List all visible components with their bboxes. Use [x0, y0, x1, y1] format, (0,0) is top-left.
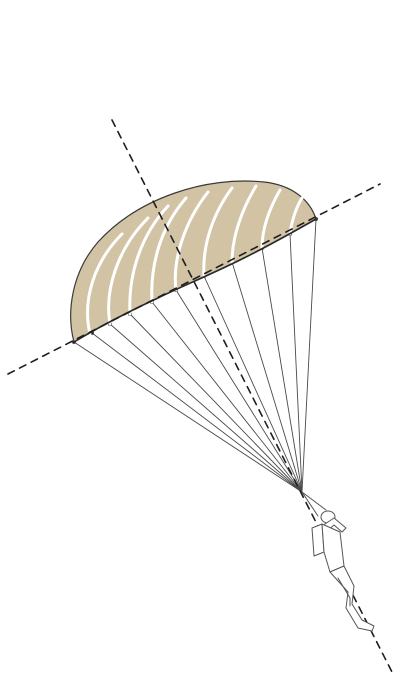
suspension-line — [176, 290, 302, 492]
suspension-line — [130, 314, 302, 492]
suspension-line — [92, 333, 302, 492]
risers — [302, 492, 326, 516]
suspension-line — [152, 302, 302, 492]
suspension-line — [110, 324, 302, 492]
parachutist-figure — [302, 492, 374, 631]
suspension-line — [302, 219, 316, 492]
jumper-legs — [330, 566, 374, 631]
